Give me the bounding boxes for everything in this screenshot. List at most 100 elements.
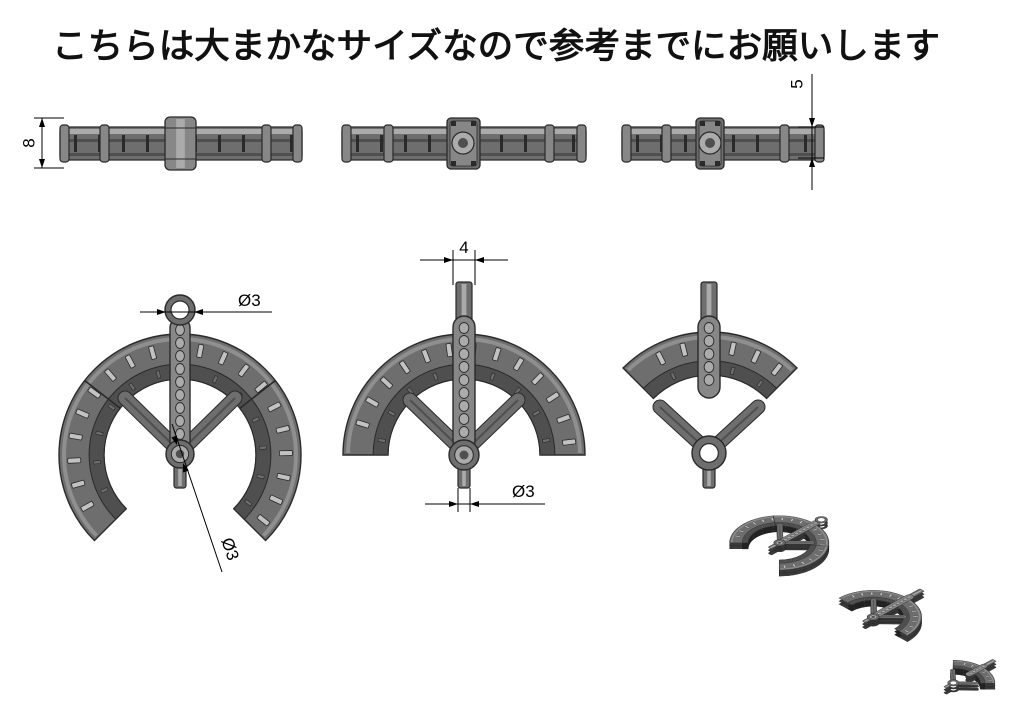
- arm-chain-link: [969, 672, 973, 675]
- ring-slot: [800, 561, 806, 565]
- ring-slot: [75, 408, 90, 419]
- arm-chain-link: [884, 608, 890, 611]
- ring-slot: [196, 343, 205, 359]
- half-ring-part-front-view: [342, 281, 586, 489]
- ring-inner-band: [953, 665, 986, 684]
- arm-chain-link: [458, 387, 470, 399]
- iso-quarter-ring-top-layer: [943, 659, 997, 689]
- arm-chain-link: [794, 532, 799, 535]
- arm-chain-link: [458, 322, 470, 334]
- ring-slot: [655, 351, 666, 366]
- ring-slot: [738, 530, 745, 533]
- ring-slot: [355, 419, 370, 429]
- arm-chain-link: [175, 389, 185, 401]
- ring-slot: [728, 341, 737, 356]
- dimension-arrow: [39, 159, 45, 168]
- ring-rim-highlight: [626, 335, 794, 372]
- ring-slot: [104, 368, 117, 382]
- ring-slot: [908, 625, 915, 628]
- ring-slot: [879, 592, 883, 596]
- ring-slot: [770, 362, 783, 377]
- side-block-hole: [705, 138, 715, 148]
- iso-half-ring-top-layer: [838, 588, 925, 636]
- ring-inner-slot: [809, 535, 814, 538]
- ring-slot: [981, 671, 987, 674]
- hub-center: [459, 450, 469, 460]
- ring-inner-slot: [107, 403, 116, 411]
- arm-chain-link: [175, 337, 185, 349]
- ring-inner-slot: [962, 670, 965, 672]
- ring-slot: [911, 610, 918, 613]
- ring-inner-slot: [977, 674, 981, 676]
- pin-highlight: [945, 684, 951, 688]
- side-bar-tick: [380, 135, 383, 152]
- arm-chain-link: [703, 374, 715, 386]
- side-hinge-highlight: [176, 119, 185, 168]
- arm-chain-link: [805, 525, 811, 529]
- overall-height-label: 8: [20, 138, 39, 147]
- arm-chain-link: [798, 530, 803, 533]
- ring-inner-slot: [772, 523, 775, 526]
- ring-slot: [679, 342, 688, 357]
- ring-inner-slot: [256, 473, 265, 480]
- side-bar-flange: [261, 124, 272, 163]
- hub-center: [871, 615, 876, 618]
- side-bar-flange: [576, 124, 587, 163]
- side-bar-tick: [804, 135, 807, 152]
- side-bar-flange: [59, 124, 70, 163]
- iso-view-full-ring: [729, 515, 830, 577]
- ring-inner-slot: [751, 529, 755, 532]
- ring-slot: [750, 349, 761, 364]
- ring-inner-band: [847, 596, 910, 632]
- side-bar-tick: [756, 135, 759, 152]
- ring-inner-slot: [901, 608, 906, 610]
- iso-view-quarter-ring: [943, 659, 997, 695]
- arm-chain-link: [892, 603, 897, 607]
- top-loop-hole: [170, 300, 190, 320]
- ring-inner-slot: [886, 599, 889, 602]
- ring-split-line: [810, 544, 829, 547]
- ring-slot: [68, 432, 83, 441]
- dimension-arrow: [444, 257, 453, 263]
- ring-inner-slot: [794, 525, 798, 528]
- pin-highlight: [178, 464, 182, 486]
- arm-chain-link: [175, 402, 185, 414]
- ring-slot: [67, 457, 82, 464]
- side-bar-tick: [572, 135, 575, 152]
- side-bar-flange: [661, 124, 672, 163]
- ring-slot: [365, 396, 380, 408]
- dimension-arrow: [171, 435, 177, 445]
- ring-slot: [751, 521, 757, 525]
- side-bar-tick: [636, 135, 639, 152]
- half-ring-dimensions: 4 Ø3: [420, 238, 545, 512]
- ring-slot: [903, 629, 910, 633]
- hub-center: [777, 541, 782, 544]
- side-bar-flange: [383, 124, 394, 163]
- ring-inner-slot: [863, 604, 866, 607]
- page-title: こちらは大まかなサイズなので参考までにお願いします: [52, 26, 940, 67]
- ring-slot: [987, 680, 993, 682]
- dimension-arrow: [157, 309, 166, 315]
- ring-inner-slot: [128, 382, 136, 391]
- ring-slot: [761, 519, 765, 523]
- ring-slot: [275, 425, 290, 434]
- ring-inner-slot: [669, 371, 677, 381]
- ring-inner-slot: [100, 487, 109, 494]
- top-loop-hole: [817, 517, 826, 522]
- ring-inner-slot: [863, 601, 866, 604]
- ring-slot: [556, 414, 571, 424]
- ring-inner-slot: [756, 379, 764, 388]
- ring-slot: [851, 594, 856, 598]
- ring-inner-slot: [898, 626, 903, 629]
- iso-view-half-ring: [838, 588, 925, 642]
- ring-slot: [513, 357, 525, 372]
- ring-slot: [267, 401, 282, 413]
- ring-slot: [783, 565, 787, 569]
- iso-full-ring-top-layer: [729, 515, 830, 571]
- ring-inner-slot: [809, 548, 814, 551]
- side-bar-tick: [242, 135, 245, 152]
- ring-inner-slot: [729, 366, 736, 376]
- side-bar-flange: [814, 124, 825, 163]
- arm-chain-link: [906, 595, 912, 599]
